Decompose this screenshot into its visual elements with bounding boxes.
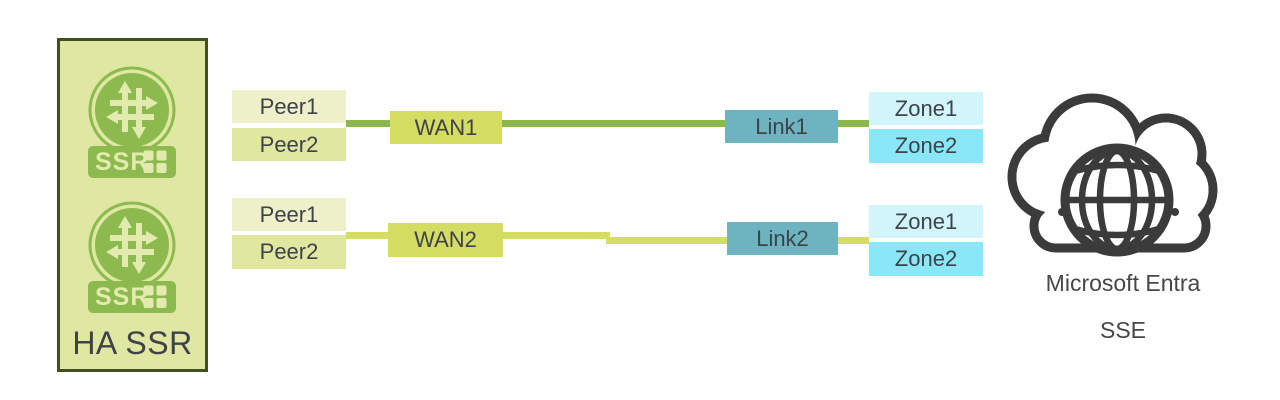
row2-wan2-label: WAN2	[414, 227, 477, 252]
row2-peer1-label: Peer1	[259, 201, 319, 227]
row1-peer1-label: Peer1	[259, 93, 319, 119]
ssr-router-icon-2: SSR	[88, 201, 176, 313]
wan1-connection-line	[346, 120, 869, 127]
cloud-caption-line1: Microsoft Entra	[1045, 270, 1201, 296]
row1-zone1-chip: Zone1	[869, 92, 983, 125]
row2-link2-label: Link2	[756, 225, 809, 251]
row1-zone1-label: Zone1	[894, 95, 958, 121]
row2-zone1-chip: Zone1	[869, 205, 983, 238]
cloud-caption-line2: SSE	[1099, 317, 1147, 343]
cloud-globe-icon	[1007, 93, 1218, 257]
row1-link1-label: Link1	[755, 113, 808, 139]
row2-peer2-label: Peer2	[259, 239, 319, 264]
row1-zone2-label: Zone2	[894, 133, 958, 158]
ha-ssr-group-box: SSR SSR HA SSR	[57, 38, 208, 372]
row1-wan1-chip: WAN1	[390, 111, 502, 144]
ssr-router-icon-1: SSR	[88, 66, 176, 178]
row2-link2-chip: Link2	[727, 222, 838, 255]
ssr-badge-label: SSR	[95, 283, 149, 311]
ha-ssr-label: HA SSR	[72, 325, 193, 361]
row2-wan2-chip: WAN2	[388, 223, 503, 257]
cloud-caption: Microsoft Entra SSE	[1010, 260, 1236, 354]
row1-wan1-label: WAN1	[414, 114, 478, 140]
row1-peer1-chip: Peer1	[232, 90, 346, 123]
row1-link1-chip: Link1	[725, 110, 838, 143]
row1-peer2-chip: Peer2	[232, 128, 346, 161]
row2-peer2-chip: Peer2	[232, 235, 346, 269]
row2-zone2-label: Zone2	[894, 246, 958, 271]
row2-peer1-chip: Peer1	[232, 198, 346, 231]
row2-zone2-chip: Zone2	[869, 242, 983, 276]
ssr-badge-label: SSR	[95, 148, 149, 176]
row2-zone1-label: Zone1	[894, 208, 958, 234]
row1-peer2-label: Peer2	[259, 131, 319, 157]
row1-zone2-chip: Zone2	[869, 129, 983, 163]
